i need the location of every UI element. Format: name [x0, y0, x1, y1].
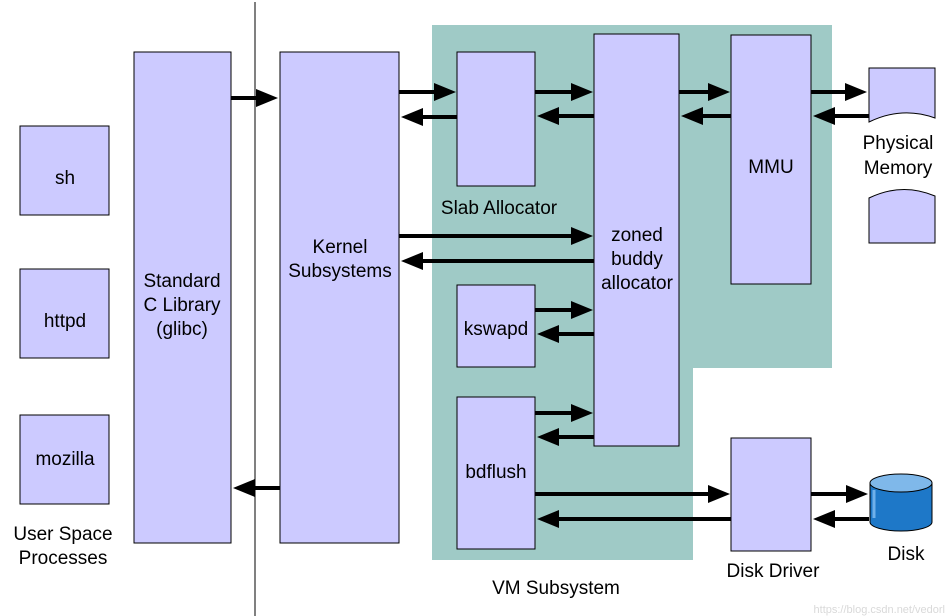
glibc-label-line2: C Library — [143, 295, 221, 316]
disk-icon[interactable] — [869, 473, 933, 532]
arrowhead-disk-to-disk-driver — [813, 510, 835, 528]
mmu-label: MMU — [748, 157, 793, 178]
buddy-allocator-box[interactable] — [593, 33, 680, 447]
arrowhead-buddy-to-bdflush — [537, 428, 559, 446]
arrowhead-kernel-to-buddy — [571, 227, 593, 245]
disk-driver-label: Disk Driver — [727, 561, 821, 582]
arrowhead-bdflush-to-disk-driver — [708, 485, 730, 503]
user-space-caption-line2: Processes — [19, 548, 108, 569]
buddy-label-line2: buddy — [611, 249, 663, 270]
disk-label: Disk — [888, 544, 925, 565]
arrowhead-memory-to-mmu — [813, 107, 835, 125]
bdflush-box[interactable] — [456, 396, 536, 550]
buddy-label-line1: zoned — [611, 225, 663, 246]
kernel-subsystems-box[interactable] — [279, 51, 400, 544]
arrowhead-mmu-to-buddy — [681, 107, 703, 125]
process-sh-label: sh — [55, 168, 75, 189]
process-mozilla-label: mozilla — [35, 449, 95, 470]
watermark-text: https://blog.csdn.net/vedorl — [813, 604, 945, 616]
arrowhead-mmu-to-memory — [845, 83, 867, 101]
connector-arrows — [231, 83, 869, 528]
arrowhead-buddy-to-kernel — [401, 252, 423, 270]
glibc-label-line1: Standard — [143, 271, 220, 292]
process-sh-box[interactable] — [19, 125, 110, 216]
arrowhead-buddy-to-slab — [537, 107, 559, 125]
arrowhead-kswapd-to-buddy — [571, 301, 593, 319]
kernel-label-line2: Subsystems — [288, 261, 391, 282]
arrowhead-bdflush-to-buddy — [571, 404, 593, 422]
slab-allocator-box[interactable] — [456, 51, 536, 187]
arrowhead-kernel-to-slab — [434, 83, 456, 101]
glibc-box[interactable] — [133, 51, 232, 544]
arrowhead-disk-driver-to-disk — [846, 485, 868, 503]
arrowhead-buddy-to-mmu — [708, 83, 730, 101]
mmu-box[interactable] — [730, 34, 812, 285]
slab-allocator-label: Slab Allocator — [441, 198, 558, 219]
vm-subsystem-caption: VM Subsystem — [492, 578, 620, 599]
process-mozilla-box[interactable] — [19, 414, 110, 505]
arrowhead-slab-to-kernel — [401, 108, 423, 126]
kswapd-box[interactable] — [456, 284, 536, 368]
physical-memory-page-bottom[interactable] — [868, 188, 936, 244]
arrowhead-buddy-to-kswapd — [537, 325, 559, 343]
arrowhead-glibc-to-kernel — [256, 89, 278, 107]
physical-memory-page-top[interactable] — [868, 67, 936, 123]
process-httpd-box[interactable] — [19, 268, 110, 359]
physical-memory-label-line1: Physical — [863, 133, 934, 154]
kswapd-label: kswapd — [464, 319, 528, 340]
kernel-label-line1: Kernel — [313, 237, 368, 258]
physical-memory-label-line2: Memory — [864, 158, 933, 179]
arrowhead-kernel-to-glibc — [233, 479, 255, 497]
disk-driver-box[interactable] — [730, 437, 812, 552]
process-httpd-label: httpd — [44, 311, 86, 332]
bdflush-label: bdflush — [465, 462, 526, 483]
user-space-caption-line1: User Space — [13, 524, 112, 545]
arrowhead-slab-to-buddy — [571, 83, 593, 101]
glibc-label-line3: (glibc) — [156, 319, 208, 340]
arrowhead-disk-driver-to-bdflush — [537, 510, 559, 528]
buddy-label-line3: allocator — [601, 273, 673, 294]
